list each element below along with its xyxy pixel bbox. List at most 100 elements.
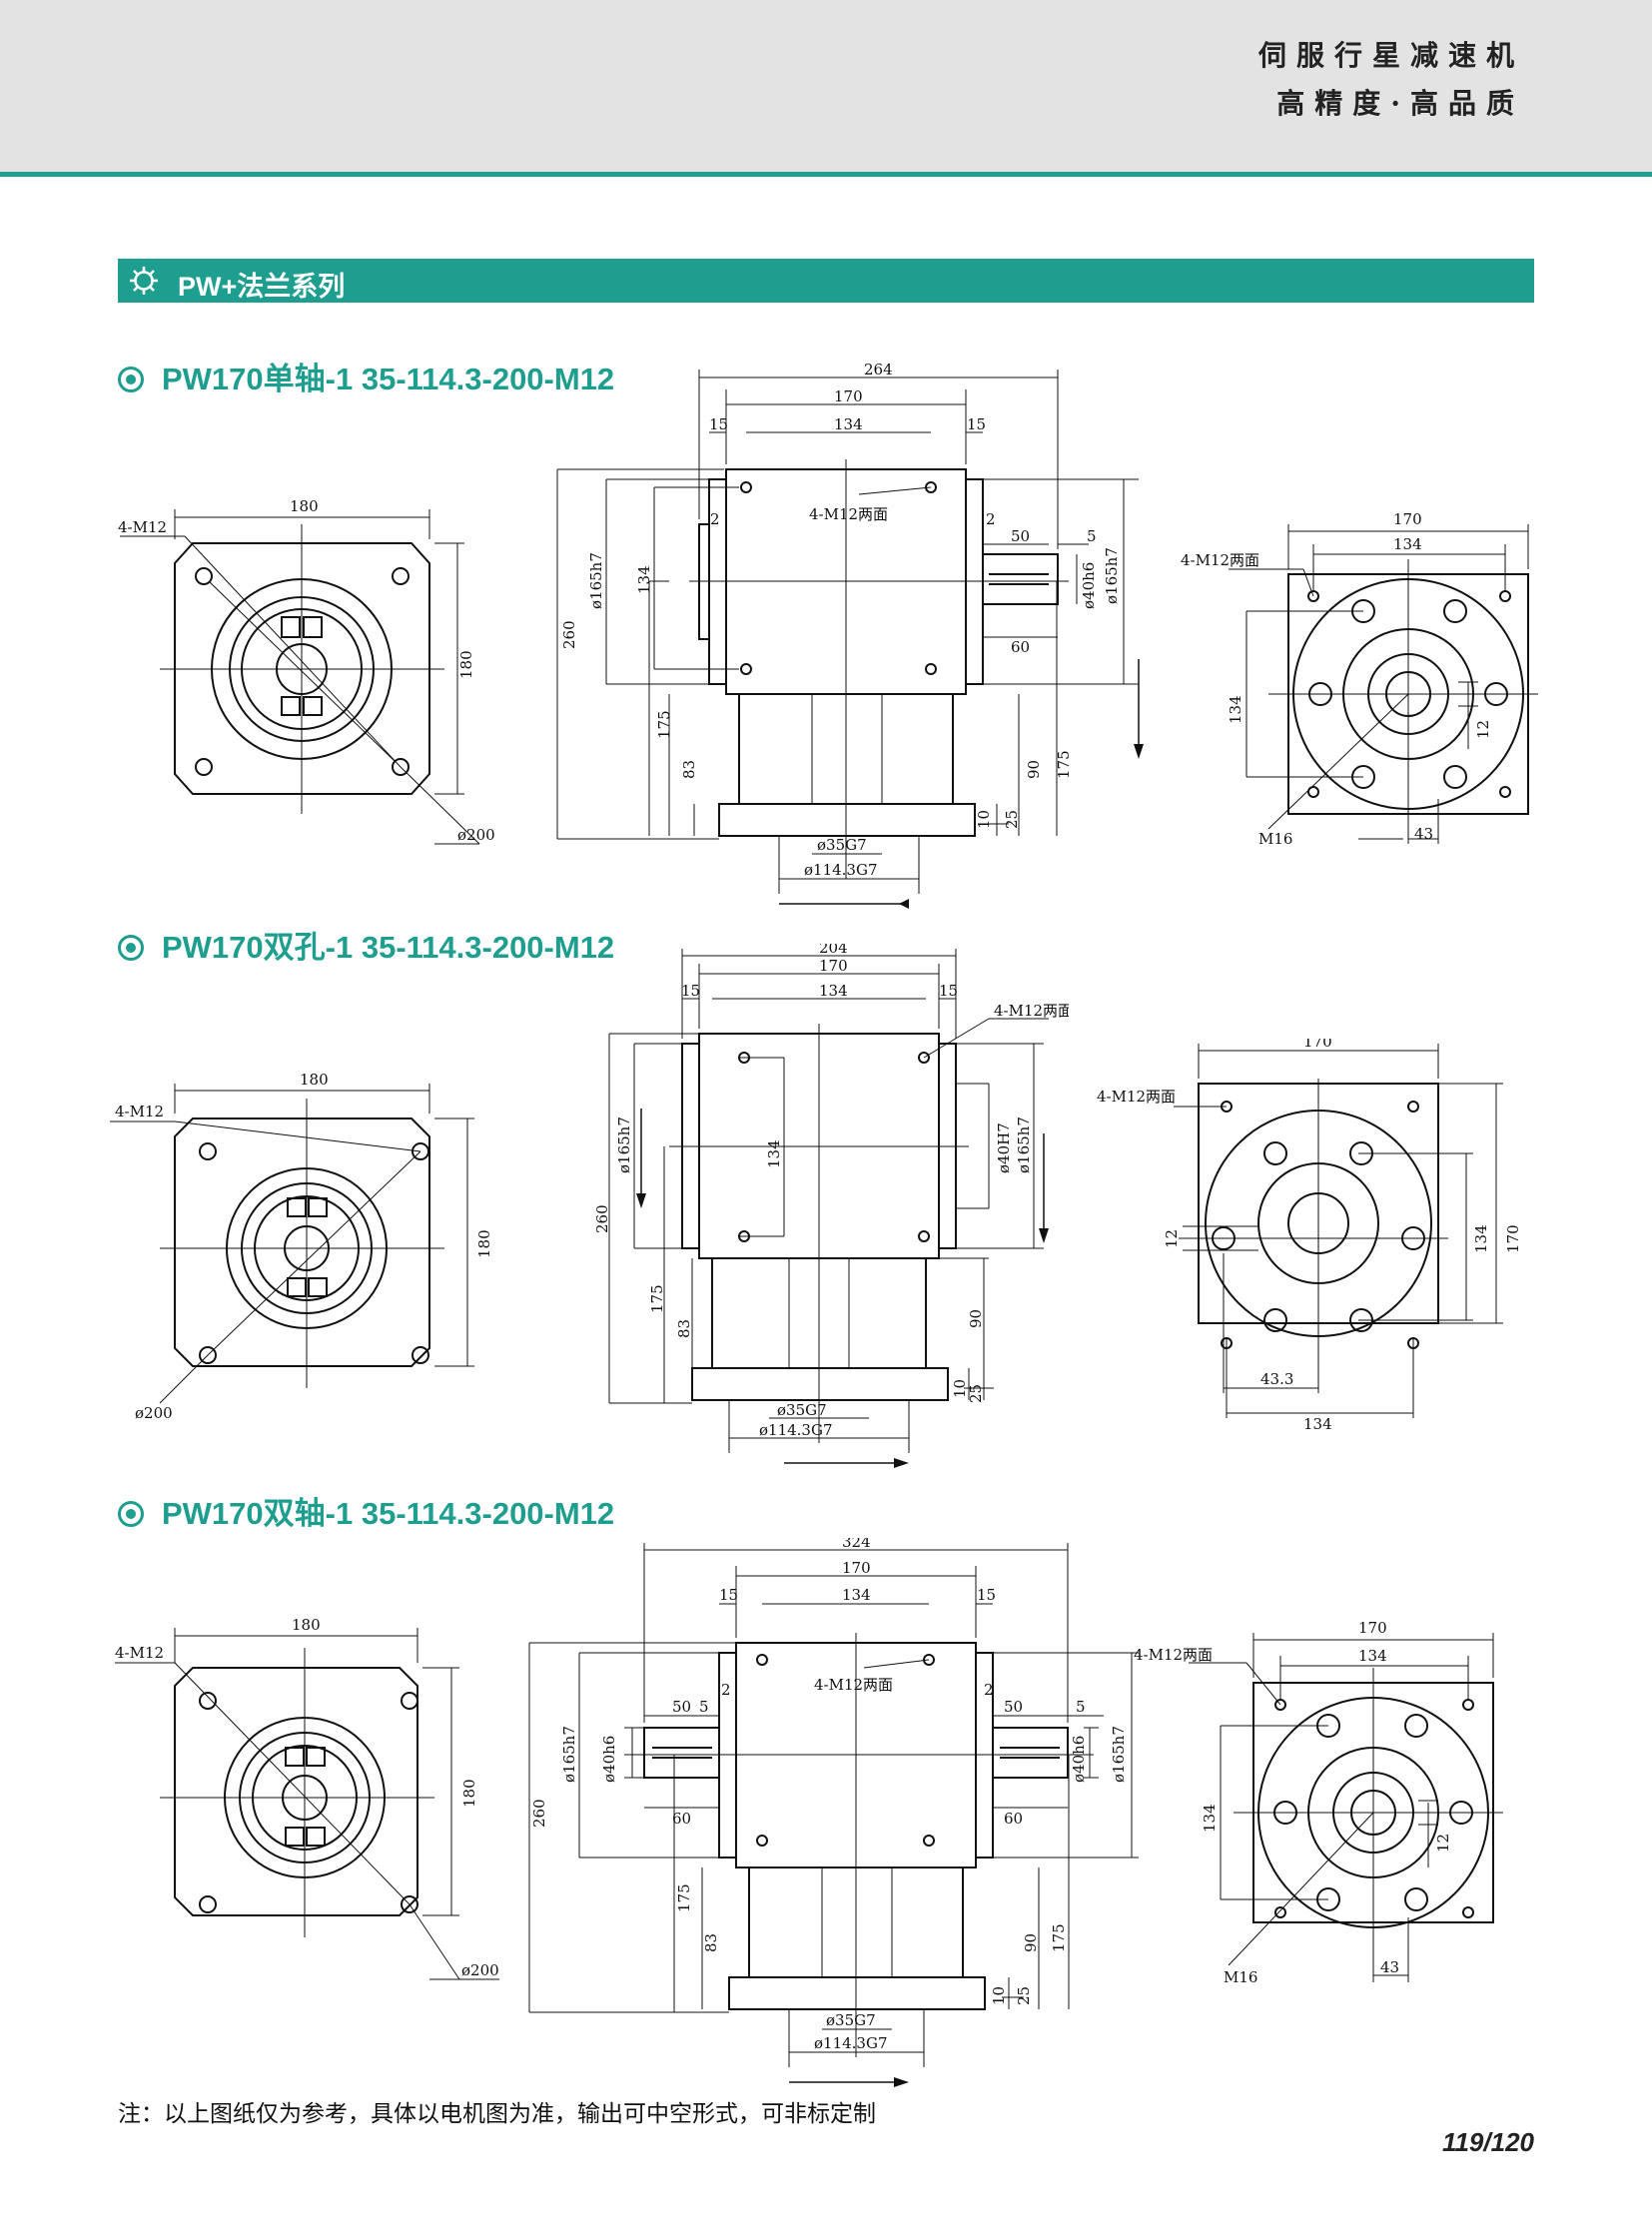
gap-label-r: 2 [986,510,996,528]
model-title-3: PW170双轴-1 35-114.3-200-M12 [118,1488,614,1533]
dim-width: 170 [1393,510,1422,528]
section-title: PW+法兰系列 [178,272,346,302]
end-view-3: 170 134 4-M12两面 134 12 43 M16 [1134,1619,1503,1986]
gap-label-l: 2 [721,1681,731,1699]
dim-key: 12 [1474,720,1492,739]
dim-inner: 134 [819,982,848,1000]
dim-h90: 90 [1025,760,1043,779]
dim-height: 180 [457,650,475,679]
front-view-3: 180 180 4-M12 ø200 [115,1616,499,1980]
holes-label: 4-M12两面 [1134,1646,1213,1664]
holes-label: 4-M12两面 [1181,551,1259,569]
dim-h90: 90 [967,1309,985,1328]
dim-width: 170 [1303,1039,1332,1051]
header-slogan-2: 高精度·高品质 [1276,87,1524,120]
dim-key: 12 [1163,1229,1181,1248]
dim-h175r: 175 [1050,1923,1068,1952]
pcd-label: ø200 [461,1961,499,1979]
holes-label: 4-M12两面 [994,1002,1069,1020]
end-view-1: 170 134 4-M12两面 134 12 43 M16 [1181,510,1538,848]
gap-label: 2 [710,510,720,528]
dim-width: 180 [300,1071,329,1089]
dim-h25: 25 [1015,1986,1033,2005]
dim-overall: 324 [842,1538,871,1551]
dim-depth: 43.3 [1260,1370,1293,1388]
model-title-text: PW170双轴-1 35-114.3-200-M12 [162,1496,615,1531]
dim-width: 180 [290,497,319,515]
dim-height: 180 [475,1229,493,1258]
dim-shaft-l: 60 [672,1810,691,1828]
dim-left-flange: 15 [681,982,700,1000]
dim-h175: 175 [675,1883,693,1912]
dim-h134: 134 [1472,1224,1490,1253]
dim-h25: 25 [967,1384,985,1403]
dim-body: 170 [842,1559,871,1577]
dim-h10: 10 [951,1379,969,1398]
header-band [0,0,1652,172]
dim-pcd: 134 [1358,1647,1387,1665]
side-view-3: 324 170 134 15 15 4-M12两面 2 2 50 5 50 5 … [528,1538,1139,2087]
dim-key-depth: 5 [1087,527,1097,545]
dim-h175: 175 [648,1284,666,1313]
dim-body: 170 [819,957,848,975]
dim-key-r: 50 [1004,1698,1023,1716]
footnote: 注：以上图纸仅为参考，具体以电机图为准，输出可中空形式，可非标定制 [118,2101,876,2127]
dim-h175r: 175 [1055,750,1073,779]
holes-label: 4-M12两面 [1097,1088,1176,1106]
gear-icon [130,267,158,295]
header-accent-line [0,172,1652,177]
dim-left-flange: 15 [719,1586,738,1604]
dim-right-flange: 15 [939,982,958,1000]
holes-label: 4-M12两面 [809,505,888,523]
bullet-icon [118,935,144,961]
dim-shaft-dia-r: ø40h6 [1070,1736,1088,1783]
model-title-1: PW170单轴-1 35-114.3-200-M12 [118,354,614,398]
dim-h83: 83 [702,1933,720,1952]
hole-label: 4-M12 [115,1103,164,1120]
dim-width: 180 [292,1616,321,1634]
dim-h170: 170 [1504,1224,1522,1253]
dim-h10: 10 [990,1986,1008,2005]
dim-overall: 204 [819,944,848,957]
dim-key: 12 [1434,1834,1452,1853]
dim-bore: ø35G7 [817,836,867,854]
header-slogan-1: 伺服行星减速机 [1257,39,1524,72]
pcd-label: ø200 [457,826,495,844]
hole-label: 4-M12 [118,518,167,536]
dim-h25: 25 [1003,810,1021,829]
dim-depth: 43 [1380,1958,1399,1976]
dim-h10: 10 [975,810,993,829]
dim-width: 170 [1358,1619,1387,1637]
dim-flange-dia: ø114.3G7 [814,2034,888,2052]
dim-key-depth-r: 5 [1076,1698,1086,1716]
dim-key: 50 [1011,527,1030,545]
tap-label: M16 [1224,1968,1257,1986]
dim-shaft-r: 60 [1004,1810,1023,1828]
dim-spigot-r: ø165h7 [1015,1117,1033,1173]
dim-key-l: 50 [672,1698,691,1716]
dim-h175: 175 [655,710,673,739]
dim-inner: 134 [834,415,863,433]
dim-right-flange: 15 [977,1586,996,1604]
dim-spigot: ø165h7 [560,1726,578,1783]
dim-shaft-dia: ø40h6 [1080,562,1098,609]
model-title-text: PW170双孔-1 35-114.3-200-M12 [162,930,615,965]
end-view-2: 170 4-M12两面 12 134 170 43.3 134 [1097,1039,1522,1433]
dim-shaft-dia-l: ø40h6 [600,1736,618,1783]
dim-right-flange: 15 [967,415,986,433]
front-view-1: 180 180 4-M12 ø200 [118,497,495,845]
dim-h134: 134 [635,565,653,594]
pcd-label: ø200 [135,1404,173,1422]
section-title-bar: PW+法兰系列 [118,259,1534,303]
dim-flange-dia: ø114.3G7 [759,1421,833,1439]
bullet-icon [118,367,144,392]
dim-height: 260 [593,1204,611,1233]
hole-label: 4-M12 [115,1644,164,1662]
bullet-icon [118,1501,144,1527]
dim-bore-h: ø40H7 [995,1122,1013,1173]
dim-spigot-r: ø165h7 [1103,547,1121,604]
gap-label-r: 2 [984,1681,994,1699]
dim-key-depth-l: 5 [699,1698,709,1716]
model-title-2: PW170双孔-1 35-114.3-200-M12 [118,922,614,967]
dim-body: 170 [834,387,863,405]
